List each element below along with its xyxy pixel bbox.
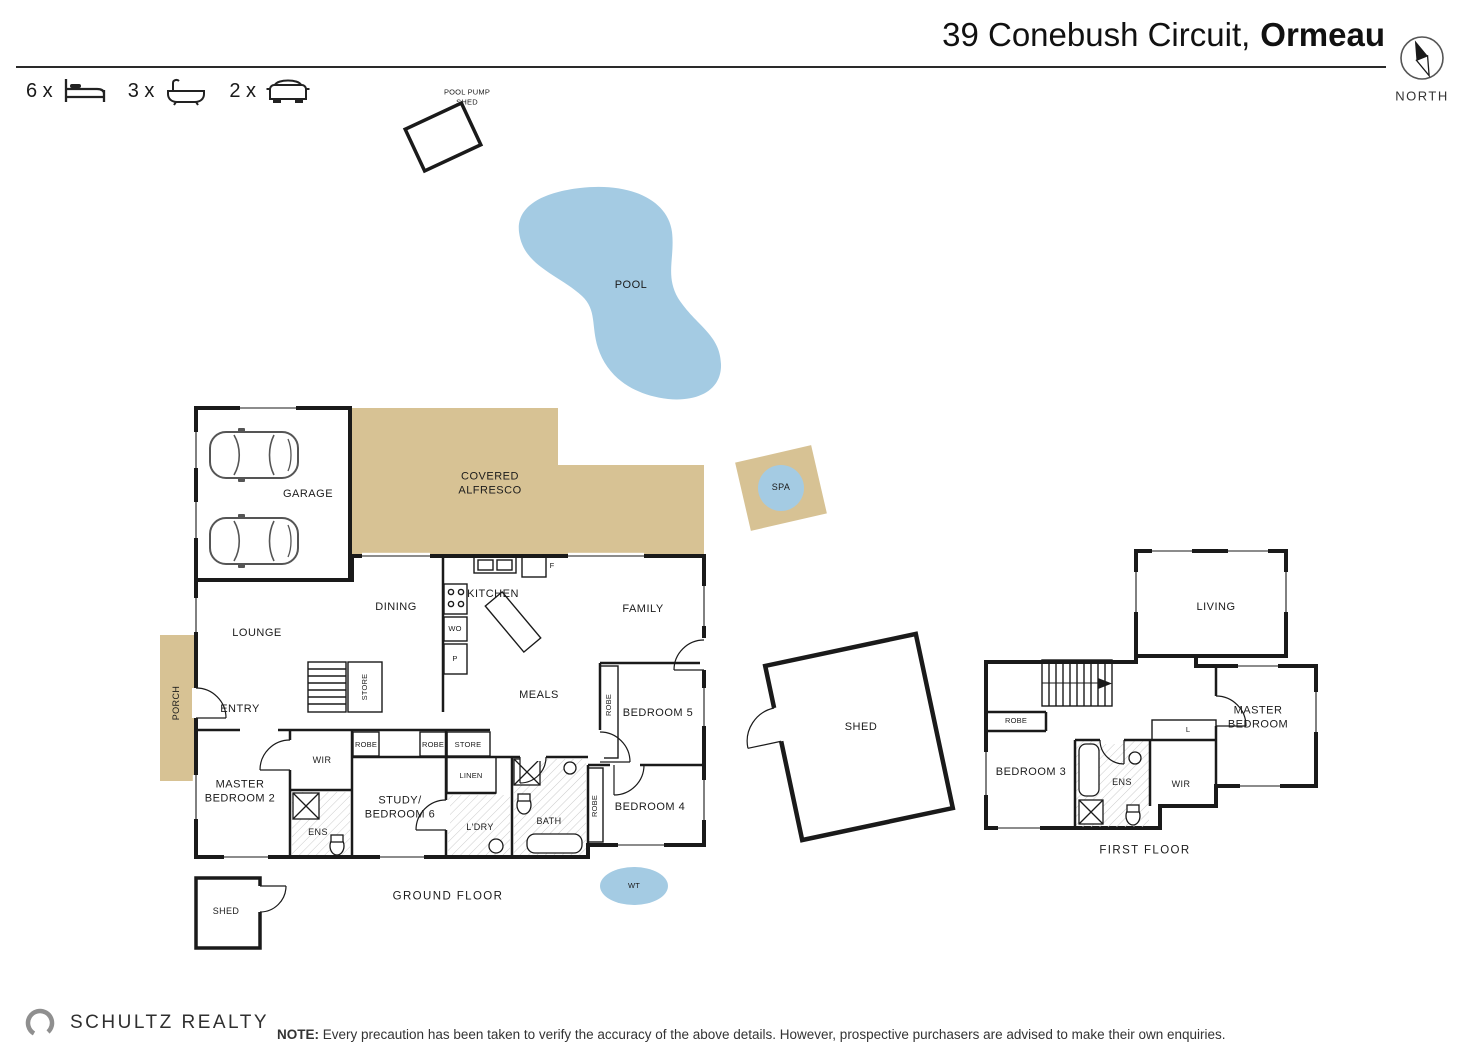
- wall-oven-label: WO: [448, 624, 462, 634]
- wir-label: WIR: [312, 755, 332, 766]
- note-label: NOTE:: [277, 1027, 319, 1042]
- bed-icon: [64, 79, 105, 102]
- fridge-label: F: [549, 561, 555, 571]
- ground-floor-title: GROUND FLOOR: [392, 890, 504, 903]
- bedroom4-label: BEDROOM 4: [614, 800, 686, 813]
- pool-shape: [518, 186, 722, 400]
- store-hall-label: STORE: [454, 740, 482, 750]
- robe-hall-a-label: ROBE: [354, 740, 378, 750]
- study-bedroom6-label: STUDY/ BEDROOM 6: [364, 794, 436, 821]
- robe-bedroom5-label: ROBE: [604, 693, 614, 717]
- porch-label: PORCH: [171, 685, 182, 721]
- linen-label: LINEN: [459, 771, 483, 781]
- pool-pump-shed-shape: [402, 100, 484, 174]
- robe-hall-b-label: ROBE: [421, 740, 445, 750]
- car-icon: [209, 427, 299, 483]
- dining-label: DINING: [375, 600, 417, 613]
- store-stairs-label: STORE: [360, 673, 370, 701]
- address-suburb: Ormeau: [1260, 16, 1385, 53]
- page-title: 39 Conebush Circuit,Ormeau: [942, 16, 1385, 54]
- pool-label: POOL: [614, 278, 648, 291]
- bath-icon: [167, 78, 206, 106]
- garage-label: GARAGE: [282, 487, 334, 500]
- water-tank-label: WT: [627, 881, 641, 891]
- car-icon: [209, 513, 299, 569]
- laundry-label: L'DRY: [466, 822, 494, 833]
- spa-shape: [735, 445, 827, 531]
- note-text: Every precaution has been taken to verif…: [322, 1027, 1226, 1042]
- address-street: 39 Conebush Circuit,: [942, 16, 1251, 53]
- bedroom3-label: BEDROOM 3: [995, 765, 1067, 778]
- kitchen-label: KITCHEN: [467, 587, 519, 600]
- agency-name: SCHULTZ REALTY: [70, 1012, 269, 1033]
- north-label: NORTH: [1395, 88, 1449, 104]
- robe-bedroom4-label: ROBE: [590, 794, 600, 818]
- water-tank-shape: [600, 867, 668, 905]
- robe-first-floor-label: ROBE: [1004, 716, 1028, 726]
- first-floor-title: FIRST FLOOR: [1099, 844, 1191, 857]
- small-shed-shape: [194, 876, 287, 950]
- property-stats: 6 x 3 x 2 x: [26, 76, 311, 106]
- small-shed-label: SHED: [212, 906, 240, 917]
- wir-first-floor-label: WIR: [1171, 779, 1191, 790]
- north-compass-icon: [1400, 36, 1444, 80]
- beds-stat: 6 x: [26, 76, 108, 106]
- cars-stat: 2 x: [229, 76, 311, 106]
- meals-label: MEALS: [519, 688, 559, 701]
- bath-label: BATH: [536, 816, 562, 827]
- disclaimer-note: NOTE: Every precaution has been taken to…: [277, 1027, 1226, 1042]
- agency-brand: SCHULTZ REALTY: [22, 1005, 269, 1041]
- master-bedroom2-label: MASTER BEDROOM 2: [204, 778, 276, 805]
- family-label: FAMILY: [622, 602, 664, 615]
- alfresco-label: COVERED ALFRESCO: [458, 470, 522, 497]
- baths-count: 3 x: [127, 79, 155, 102]
- ens-first-floor-label: ENS: [1112, 777, 1132, 788]
- ground-floor-fixtures: [307, 556, 619, 843]
- car-icon: [266, 79, 310, 103]
- ens-label: ENS: [308, 827, 328, 838]
- living-label: LIVING: [1196, 600, 1236, 613]
- shed-shape: [746, 631, 956, 843]
- header-divider: [16, 66, 1386, 68]
- ground-sanitary-fixtures: [292, 758, 583, 856]
- pool-pump-shed-label: POOL PUMP SHED: [443, 87, 491, 106]
- windows: [192, 404, 1320, 861]
- first-floor-structure: [984, 549, 1318, 830]
- spa-label: SPA: [771, 482, 791, 493]
- bedroom5-label: BEDROOM 5: [622, 706, 694, 719]
- cars-count: 2 x: [229, 79, 257, 102]
- beds-count: 6 x: [26, 79, 53, 102]
- baths-stat: 3 x: [128, 76, 210, 106]
- alfresco-area: [352, 408, 704, 556]
- linen-first-floor-label: L: [1185, 725, 1191, 735]
- entry-label: ENTRY: [220, 702, 260, 715]
- shed-label: SHED: [844, 720, 878, 733]
- lounge-label: LOUNGE: [232, 626, 282, 639]
- master-bedroom-label: MASTER BEDROOM: [1227, 704, 1289, 731]
- agency-logo-icon: [25, 1008, 55, 1038]
- pantry-label: P: [452, 654, 458, 664]
- porch-area: [160, 635, 196, 781]
- ground-doors: [192, 638, 708, 831]
